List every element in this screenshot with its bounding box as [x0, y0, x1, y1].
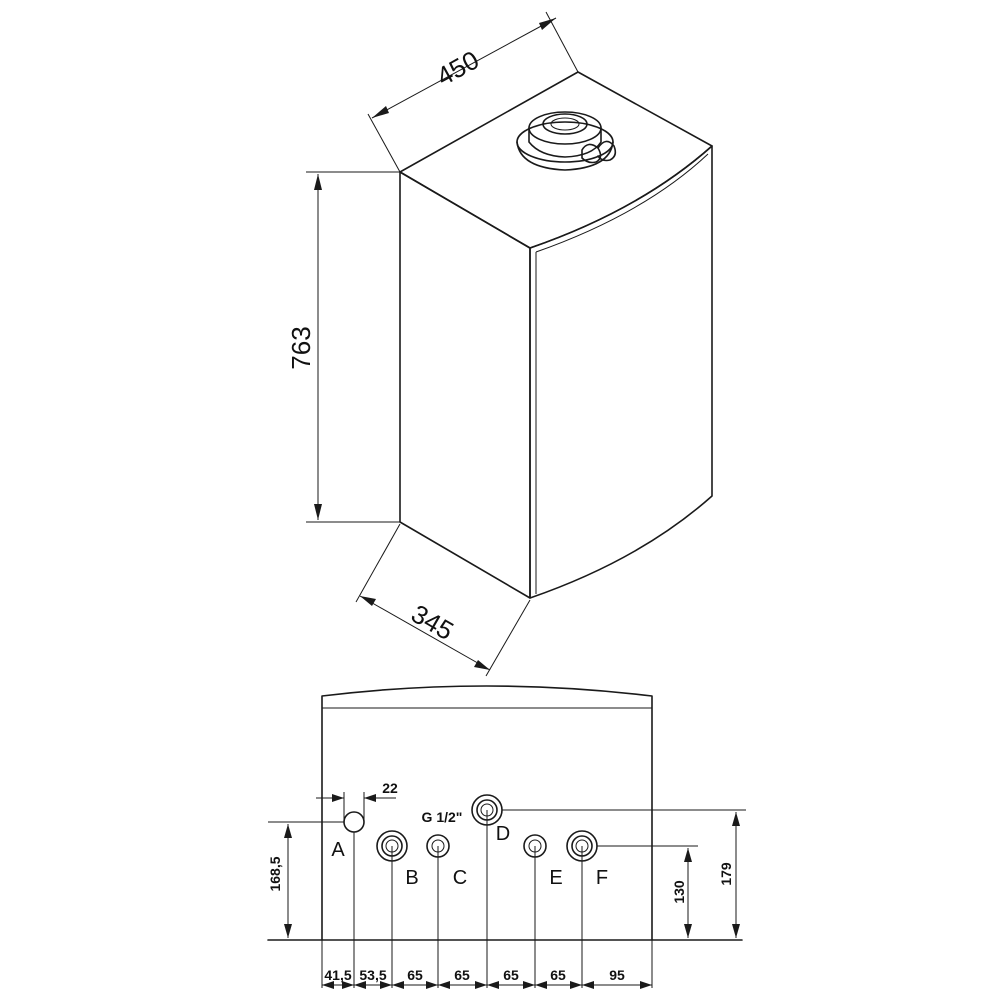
dim-width: 450 [367, 11, 579, 173]
dim-depth-label: 345 [406, 598, 459, 646]
thread-note: G 1/2" [422, 809, 463, 825]
dim-right-height-inner: 130 [597, 845, 698, 938]
connection-c: C [426, 834, 467, 889]
connection-a: A [331, 811, 365, 861]
bottom-view: A B C D G 1/2" E [267, 685, 746, 989]
dim-right-height-inner-label: 130 [671, 880, 687, 904]
connection-f: F [566, 830, 608, 889]
connection-c-label: C [453, 867, 467, 889]
dim-width-label: 450 [431, 44, 483, 91]
dim-height: 763 [286, 171, 400, 523]
connection-b: B [376, 830, 419, 889]
isometric-view: 450 763 345 [286, 11, 713, 677]
boiler-top-face [399, 71, 713, 249]
connection-f-label: F [596, 867, 608, 889]
reference-lines [321, 810, 653, 988]
dim-left-height-label: 168,5 [267, 856, 283, 891]
dim-right-height-outer: 179 [502, 809, 746, 938]
spacing-label-7: 95 [609, 967, 625, 983]
spacing-label-6: 65 [550, 967, 566, 983]
dim-height-label: 763 [286, 326, 316, 369]
flue-outlet [516, 111, 617, 171]
boiler-front-face [529, 145, 713, 599]
bottom-outline [321, 685, 653, 941]
connection-e-label: E [549, 867, 562, 889]
spacing-label-3: 65 [407, 967, 423, 983]
dim-spacing-chain: 41,5 53,5 65 65 65 65 95 [322, 967, 652, 989]
connection-d: D G 1/2" [422, 794, 510, 845]
front-panel-edge [535, 153, 709, 253]
dim-left-height: 168,5 [267, 821, 344, 938]
connection-b-label: B [405, 867, 418, 889]
connection-a-label: A [331, 839, 345, 861]
dim-a-diameter-label: 22 [382, 780, 398, 796]
dim-a-diameter: 22 [316, 780, 398, 822]
connection-d-label: D [496, 823, 510, 845]
spacing-label-1: 41,5 [324, 967, 351, 983]
spacing-label-2: 53,5 [359, 967, 386, 983]
connection-e: E [523, 834, 563, 889]
spacing-label-5: 65 [503, 967, 519, 983]
dim-right-height-outer-label: 179 [718, 862, 734, 886]
spacing-label-4: 65 [454, 967, 470, 983]
